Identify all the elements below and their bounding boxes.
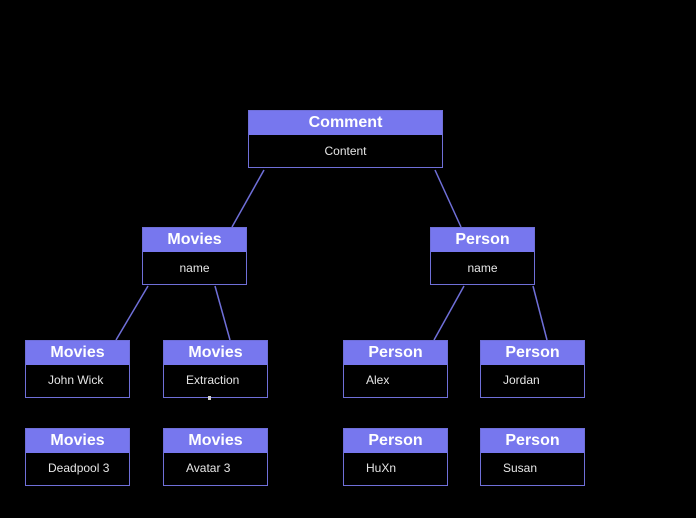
node-movies-john-wick-title: Movies — [26, 341, 129, 365]
node-person-root-title: Person — [431, 228, 534, 252]
node-comment-title: Comment — [249, 111, 442, 135]
node-movies-extraction-title: Movies — [164, 341, 267, 365]
node-movies-extraction-field: Extraction — [186, 373, 240, 387]
edge-person-jordan — [532, 285, 548, 341]
node-movies-deadpool-field: Deadpool 3 — [48, 461, 110, 475]
node-movies-root: Movies name — [142, 227, 247, 285]
node-movies-avatar-field: Avatar 3 — [186, 461, 231, 475]
node-person-root-field: name — [467, 261, 498, 275]
node-person-jordan-field: Jordan — [503, 373, 540, 387]
node-movies-john-wick: Movies John Wick — [25, 340, 130, 398]
edge-person-alex — [433, 285, 465, 341]
node-movies-deadpool: Movies Deadpool 3 — [25, 428, 130, 486]
node-person-huxn-title: Person — [344, 429, 447, 453]
edge-movies-john-wick — [115, 285, 149, 341]
edge-comment-movies — [231, 169, 265, 228]
node-person-alex-title: Person — [344, 341, 447, 365]
node-person-alex-field: Alex — [366, 373, 390, 387]
node-person-huxn: Person HuXn — [343, 428, 448, 486]
node-comment-field: Content — [324, 144, 367, 158]
mouse-cursor-icon — [208, 396, 211, 400]
node-person-root: Person name — [430, 227, 535, 285]
node-comment: Comment Content — [248, 110, 443, 168]
node-movies-avatar: Movies Avatar 3 — [163, 428, 268, 486]
node-person-jordan-title: Person — [481, 341, 584, 365]
node-person-huxn-field: HuXn — [366, 461, 397, 475]
node-movies-extraction: Movies Extraction — [163, 340, 268, 398]
node-person-susan-field: Susan — [503, 461, 538, 475]
node-person-susan-title: Person — [481, 429, 584, 453]
node-person-jordan: Person Jordan — [480, 340, 585, 398]
node-movies-john-wick-field: John Wick — [48, 373, 104, 387]
edge-comment-person — [434, 169, 462, 228]
node-movies-avatar-title: Movies — [164, 429, 267, 453]
node-person-susan: Person Susan — [480, 428, 585, 486]
node-movies-root-title: Movies — [143, 228, 246, 252]
node-person-alex: Person Alex — [343, 340, 448, 398]
node-movies-root-field: name — [179, 261, 210, 275]
node-movies-deadpool-title: Movies — [26, 429, 129, 453]
edge-movies-extraction — [214, 285, 231, 341]
